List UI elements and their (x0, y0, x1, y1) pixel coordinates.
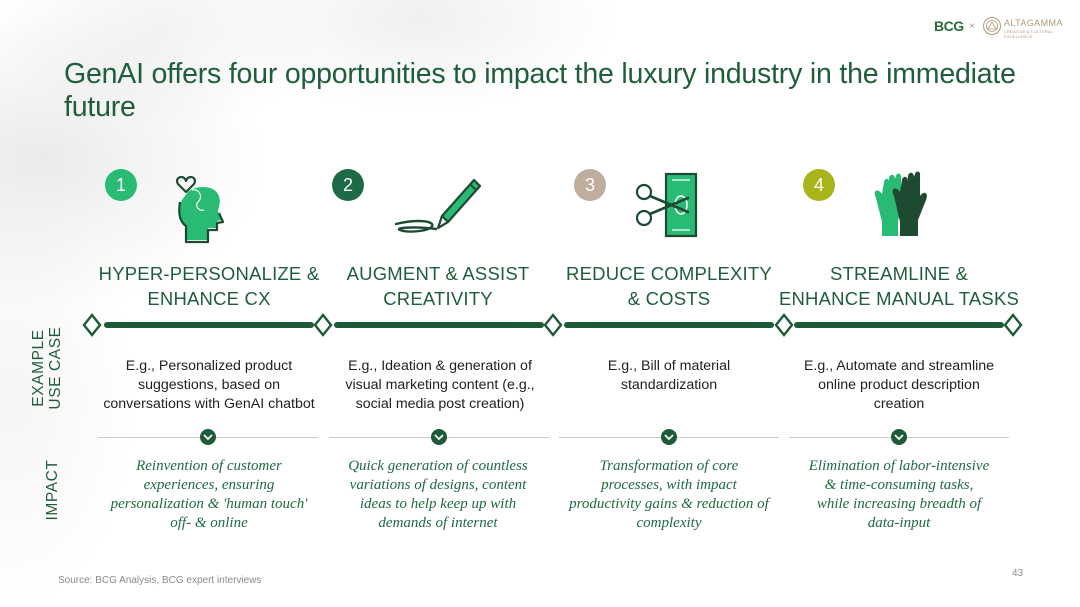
step-number-badge: 3 (574, 169, 606, 201)
chevron-down-icon (891, 429, 907, 445)
timeline-diamond (774, 313, 794, 337)
impact-text: Elimination of labor-intensive & time-co… (808, 458, 990, 531)
source-note: Source: BCG Analysis, BCG expert intervi… (58, 575, 262, 586)
timeline-bar (82, 313, 1023, 337)
pen-drawing-icon (394, 178, 482, 233)
two-hands-icon (874, 171, 927, 236)
impact-text: Quick generation of countless variations… (348, 458, 528, 531)
example-use-case: E.g., Bill of material standardization (607, 358, 731, 393)
altagamma-tagline: CREATIVE & CULTURAL EXCELLENCE (1004, 29, 1054, 39)
example-use-case: E.g., Ideation & generation of visual ma… (345, 358, 535, 412)
timeline-diamond (82, 313, 102, 337)
bcg-logo: BCG (934, 18, 964, 34)
opportunity-heading: STREAMLINE & ENHANCE MANUAL TASKS (778, 263, 1020, 309)
opportunity-heading: AUGMENT & ASSIST CREATIVITY (346, 263, 530, 309)
head-with-heart-icon (176, 175, 225, 244)
chevron-down-icon (431, 429, 447, 445)
timeline-diamond (313, 313, 333, 337)
example-use-case: E.g., Personalized product suggestions, … (103, 358, 315, 412)
impact-text: Transformation of core processes, with i… (569, 458, 769, 531)
example-use-case: E.g., Automate and streamline online pro… (803, 358, 995, 412)
scissors-cutting-bill-icon (635, 172, 698, 238)
page-number: 43 (1012, 568, 1024, 579)
timeline-segment (104, 322, 1004, 328)
opportunity-heading: HYPER-PERSONALIZE & ENHANCE CX (98, 263, 320, 309)
chevron-down-icon (200, 429, 216, 445)
impact-text: Reinvention of customer experiences, ens… (110, 458, 308, 531)
step-number-badge: 1 (105, 169, 137, 201)
altagamma-emblem-icon (983, 17, 1001, 35)
slide-title: GenAI offers four opportunities to impac… (64, 58, 1016, 123)
row-label-example: EXAMPLE USE CASE (30, 326, 64, 410)
step-number-badge: 4 (803, 169, 835, 201)
altagamma-logo: ALTAGAMMA (1004, 18, 1063, 28)
timeline-diamond (1003, 313, 1023, 337)
opportunity-heading: REDUCE COMPLEXITY & COSTS (566, 263, 772, 309)
chevron-down-icon (661, 429, 677, 445)
row-label-impact: IMPACT (44, 459, 61, 521)
logo-separator: × (969, 21, 975, 32)
step-number-badge: 2 (332, 169, 364, 201)
timeline-diamond (543, 313, 563, 337)
